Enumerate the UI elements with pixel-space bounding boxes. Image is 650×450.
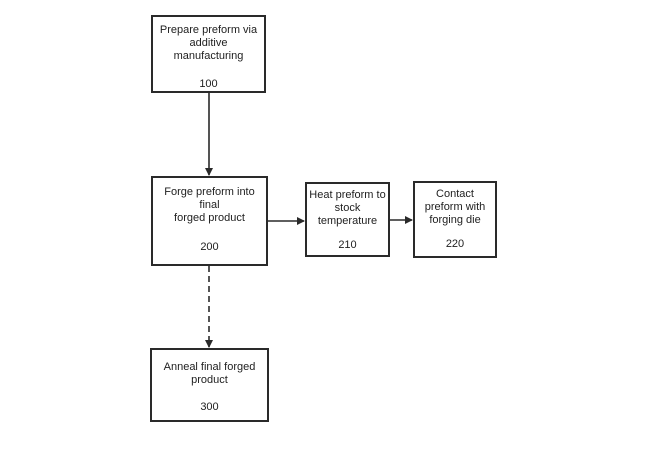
step-number: 300 [200, 401, 219, 413]
step-label: Anneal final forged product [163, 361, 256, 386]
step-label: Prepare preform via additive manufacturi… [159, 24, 258, 62]
step-box-anneal: Anneal final forged product 300 [150, 348, 269, 422]
step-label: Contact preform with forging die [424, 188, 486, 226]
step-box-heat-preform: Heat preform to stock temperature 210 [305, 182, 390, 257]
step-label: Forge preform into final forged product [164, 186, 255, 224]
step-box-prepare-preform: Prepare preform via additive manufacturi… [151, 15, 266, 93]
step-number: 100 [199, 78, 218, 90]
step-box-contact-die: Contact preform with forging die 220 [413, 181, 497, 258]
step-number: 220 [445, 238, 465, 250]
step-label: Heat preform to stock temperature [309, 189, 386, 227]
step-number: 210 [338, 239, 357, 251]
step-number: 200 [200, 241, 219, 253]
step-box-forge-preform: Forge preform into final forged product … [151, 176, 268, 266]
